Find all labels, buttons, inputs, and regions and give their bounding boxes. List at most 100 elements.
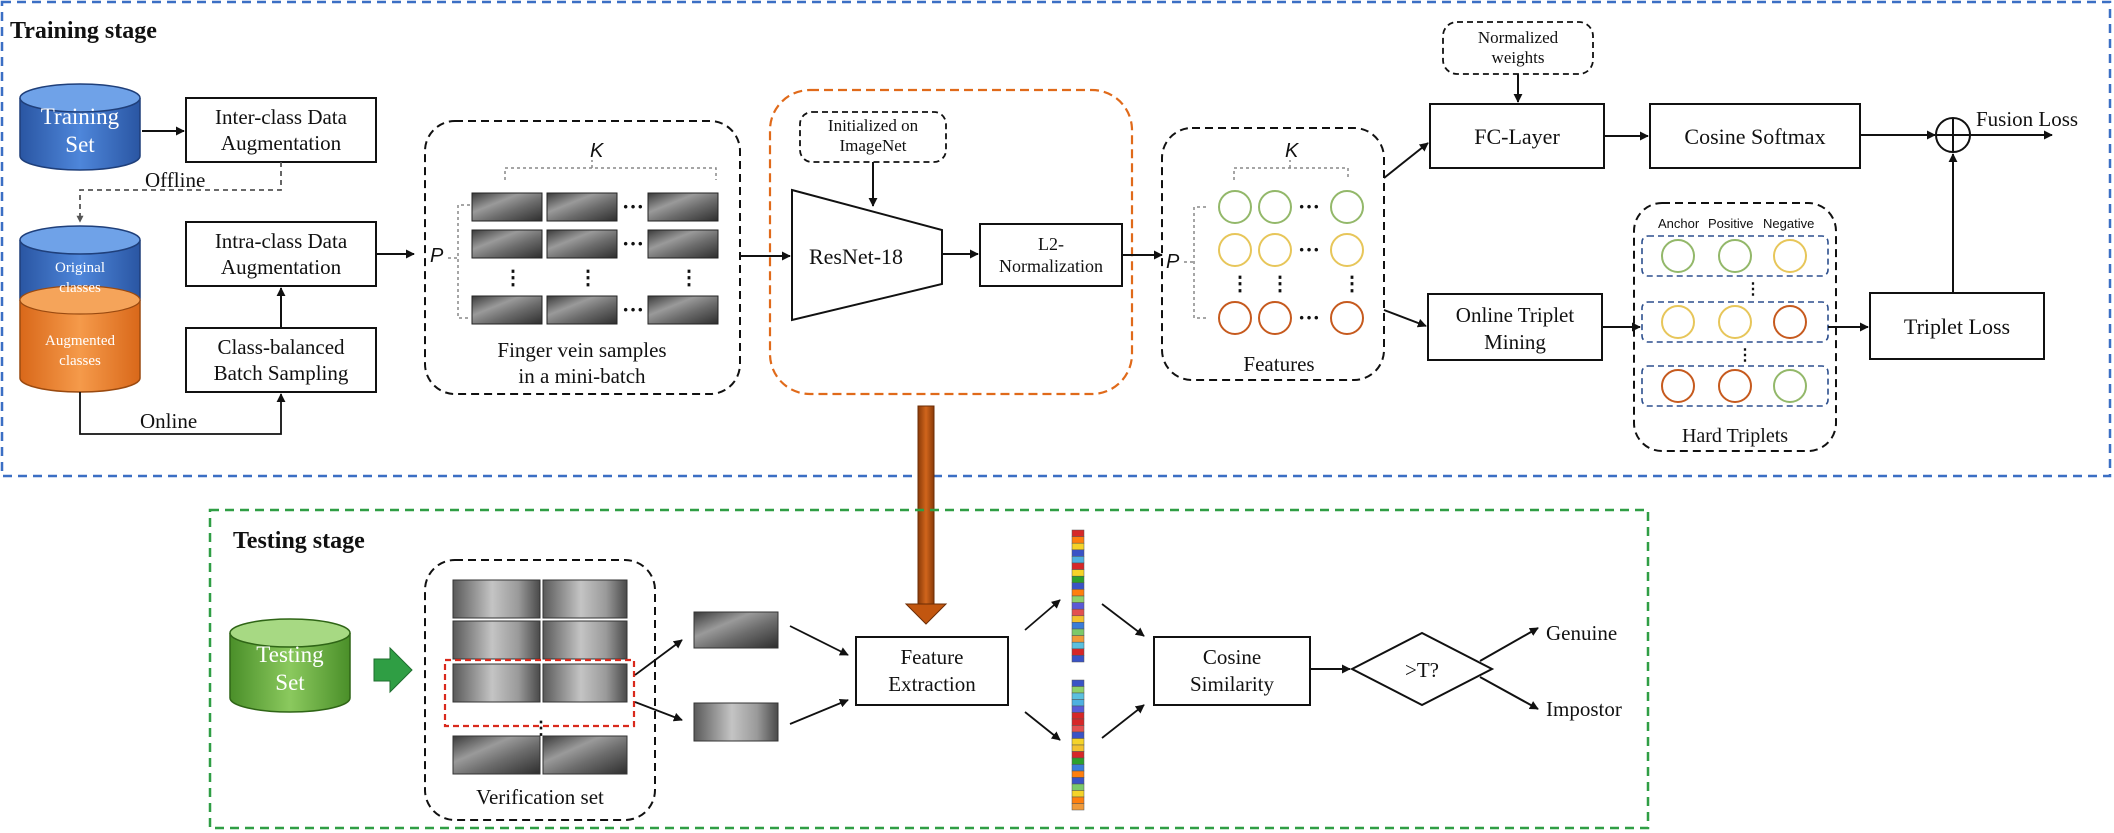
feature-vector-cell [1071,529,1085,537]
negative-label: Negative [1763,216,1814,231]
fusion-loss-label: Fusion Loss [1976,107,2078,131]
batch-vdots-c2: ⋮ [578,267,598,289]
genuine-label: Genuine [1546,621,1617,645]
feature-vector-cell [1071,770,1085,778]
probe-image-1 [693,611,779,649]
feature-vector-2 [1071,679,1085,811]
hard-triplets-caption: Hard Triplets [1682,425,1788,447]
feature-vector-cell [1071,595,1085,603]
arrow-vec1-to-cosine [1101,603,1145,637]
threshold-diamond [1349,631,1495,707]
arrow-extract-to-vec1 [1024,599,1061,631]
feature-vector-cell [1071,731,1085,739]
verification-vdots: ⋮ [532,718,550,738]
feature-vector-cell [1071,648,1085,656]
arrow-features-to-fc [1383,142,1429,179]
feature-vector-cell [1071,536,1085,544]
feature-vector-cell [1071,783,1085,791]
arrow-pair-to-img1 [634,639,683,676]
probe-image-2 [693,702,779,742]
arrow-features-to-mining [1383,309,1427,328]
testing-stage-frame [208,508,1650,830]
batch-p-bracket [448,204,470,319]
impostor-label: Impostor [1546,697,1622,721]
features-p-label: P [1166,251,1180,273]
feature-vector-cell [1071,803,1085,811]
feature-vector-cell [1071,615,1085,623]
batch-k-bracket [504,160,717,180]
cosine-softmax-label: Cosine Softmax [1684,124,1825,149]
verification-pair-highlight [443,658,636,728]
feature-vector-cell [1071,608,1085,617]
feature-vector-cell [1071,777,1085,785]
cosine-similarity-box [1153,636,1311,706]
features-ellipsis-r2: ··· [1298,237,1320,262]
feature-vector-cell [1071,679,1085,687]
l2-normalization-label: L2-Normalization [999,234,1103,276]
testing-set-cylinder [229,618,351,713]
arrow-threshold-to-genuine [1479,627,1539,662]
batch-ellipsis-r1: ··· [622,194,644,219]
arrow-img1-to-extract [789,625,849,656]
resnet-panel [768,88,1134,396]
feature-vector-cell [1071,628,1085,636]
feature-vector-1 [1071,529,1085,663]
feature-vector-cell [1071,738,1085,746]
threshold-label: >T? [1405,658,1439,682]
features-ellipsis-r3: ··· [1298,305,1320,330]
l2-normalization-box [979,223,1123,287]
mini-batch-panel [424,120,741,395]
batch-p-label: P [430,245,444,267]
feature-vector-cell [1071,712,1085,720]
training-stage-title: Training stage [10,18,157,44]
feature-vector-cell [1071,635,1085,643]
inter-class-augmentation-box [185,97,377,163]
fc-layer-label: FC-Layer [1474,124,1560,149]
anchor-label: Anchor [1658,216,1700,231]
green-arrow [373,646,413,694]
training-set-cylinder [19,83,141,171]
sum-node [1935,117,1971,153]
classes-cylinder [19,225,141,393]
feature-vector-cell [1071,796,1085,804]
positive-label: Positive [1708,216,1754,231]
feature-vector-cell [1071,641,1085,650]
feature-extraction-box [855,636,1009,706]
online-arrow [79,392,286,435]
triplet-circles [1661,239,1807,403]
feature-vector-cell [1071,655,1085,663]
feature-vector-cell [1071,725,1085,733]
arrow-img2-to-extract [789,698,849,725]
fc-layer-box [1429,103,1605,169]
arrow-threshold-to-impostor [1479,676,1539,710]
cosine-softmax-box [1649,103,1861,169]
hard-triplets-panel [1633,202,1837,452]
resnet-label: ResNet-18 [809,244,903,269]
triplet-vdots-2: ⋮ [1737,347,1753,364]
features-panel [1161,127,1385,381]
features-ellipsis-r1: ··· [1298,194,1320,219]
feature-vector-cell [1071,569,1085,577]
batch-vein-grid [471,192,719,325]
arrow-pair-to-img2 [634,701,683,722]
feature-vector-cell [1071,764,1085,772]
feature-vector-cell [1071,556,1085,564]
feature-vector-cell [1071,575,1085,584]
feature-vector-cell [1071,705,1085,713]
features-k-bracket [1233,160,1349,180]
batch-k-label: K [590,140,605,162]
feature-circles [1218,190,1364,335]
feature-vector-cell [1071,744,1085,752]
feature-vector-cell [1071,790,1085,798]
feature-vector-cell [1071,718,1085,726]
